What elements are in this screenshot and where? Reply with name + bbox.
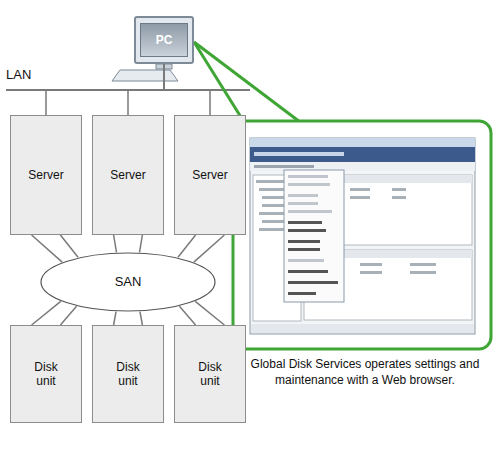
- screenshot-menu-item: [288, 183, 330, 186]
- screenshot-cell: [360, 263, 382, 266]
- screenshot-menu-item: [288, 194, 318, 197]
- network-link: [128, 64, 164, 115]
- network-label: LAN: [6, 67, 31, 82]
- screenshot-window: [250, 138, 475, 334]
- screenshot-menu-item: [288, 281, 338, 284]
- disk-unit-box: Disk unit: [174, 325, 246, 423]
- screenshot-menu-item: [288, 240, 320, 243]
- node-label: Disk unit: [26, 360, 66, 389]
- san-ellipse: SAN: [40, 252, 216, 312]
- screenshot-dropdown-menu: [284, 170, 344, 302]
- node-label: SAN: [115, 274, 142, 290]
- screenshot-menu-item: [288, 292, 316, 295]
- node-label: Server: [110, 168, 145, 182]
- screenshot-menu-item: [288, 259, 324, 262]
- network-link: [46, 64, 164, 115]
- callout-leader: [194, 42, 244, 122]
- network-link: [114, 312, 143, 325]
- network-link: [178, 235, 224, 262]
- screenshot-statusbar: [251, 324, 474, 333]
- node-label: Server: [28, 168, 63, 182]
- screenshot-cell: [350, 196, 370, 199]
- callout-frame: [233, 121, 491, 349]
- caption-text: Global Disk Services operates settings a…: [240, 357, 490, 388]
- screenshot-cell: [410, 271, 436, 274]
- node-label: PC: [140, 23, 188, 57]
- screenshot-menu-item: [288, 210, 332, 213]
- screenshot-header-text: [254, 152, 344, 156]
- screenshot-menu-item: [288, 175, 328, 178]
- screenshot-cell: [392, 196, 406, 199]
- network-link: [32, 235, 78, 262]
- san-shape: [41, 253, 215, 311]
- node-label: Server: [192, 168, 227, 182]
- screenshot-menu-text: [254, 165, 314, 168]
- screenshot-titlebar: [250, 138, 475, 147]
- network-link: [114, 235, 143, 252]
- disk-unit-box: Disk unit: [10, 325, 82, 423]
- screenshot-cell: [360, 271, 382, 274]
- network-link: [179, 301, 224, 325]
- network-link: [32, 301, 77, 325]
- screenshot-header: [250, 147, 475, 162]
- screenshot-menu-item: [288, 229, 326, 232]
- screenshot-cell: [350, 188, 370, 191]
- server-box: Server: [174, 115, 246, 235]
- server-box: Server: [92, 115, 164, 235]
- node-label: Disk unit: [190, 360, 230, 389]
- screenshot-menu-item: [288, 270, 328, 273]
- screenshot-menu-item: [288, 248, 320, 251]
- server-box: Server: [10, 115, 82, 235]
- network-link: [164, 64, 210, 115]
- screenshot-menu-item: [288, 221, 322, 224]
- keyboard: [112, 70, 178, 81]
- pc-monitor: PC: [134, 16, 194, 64]
- screenshot-cell: [392, 188, 406, 191]
- node-label: Disk unit: [108, 360, 148, 389]
- screenshot-cell: [410, 263, 436, 266]
- disk-unit-box: Disk unit: [92, 325, 164, 423]
- screenshot-menu-item: [288, 202, 318, 205]
